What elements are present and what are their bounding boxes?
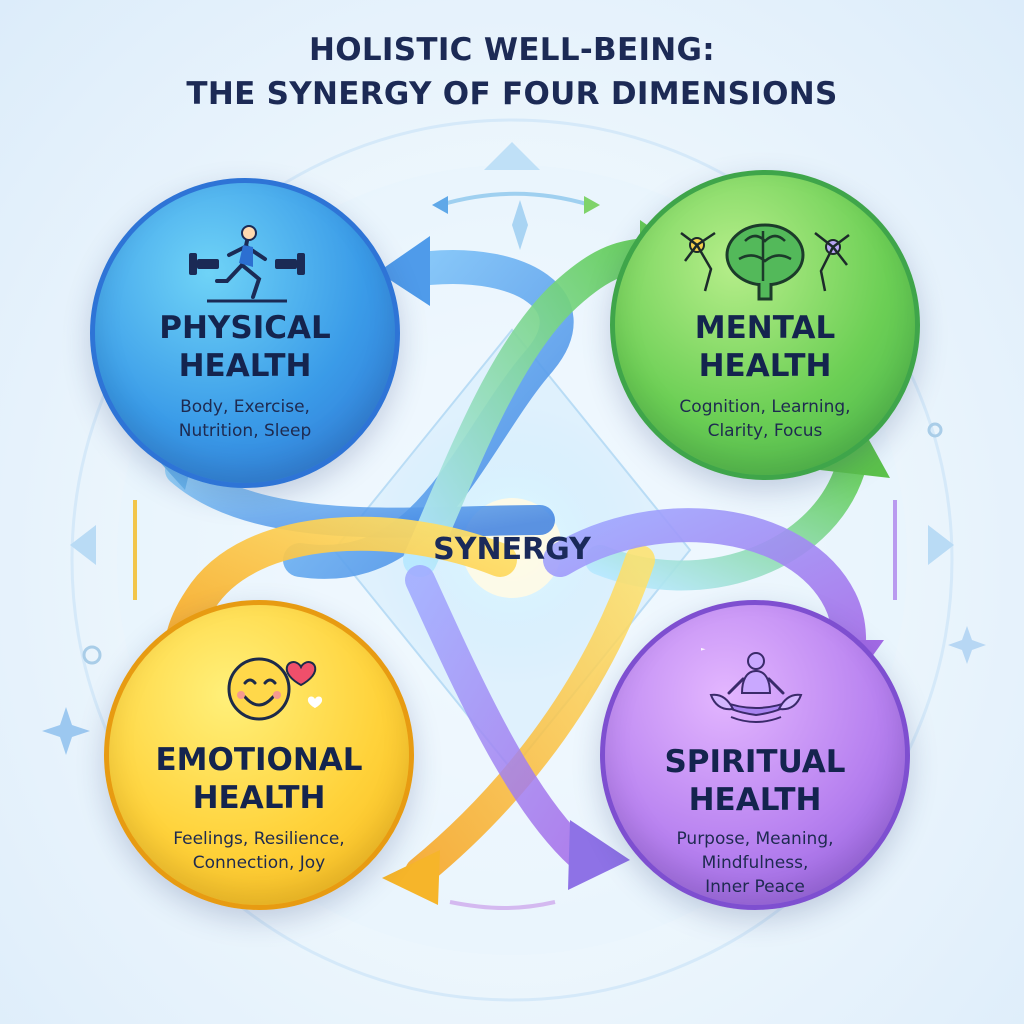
small-arrow-top-head-left <box>432 196 448 214</box>
spiritual-label-line-2: HEALTH <box>688 782 822 818</box>
outer-ring <box>70 118 954 1002</box>
physical-health-node: PHYSICAL HEALTH Body, Exercise, Nutritio… <box>90 178 400 488</box>
physical-label-line-1: PHYSICAL <box>159 310 331 346</box>
physical-desc-line-2: Nutrition, Sleep <box>178 421 312 441</box>
smiley-heart-icon <box>227 657 323 721</box>
green-flow-arrow <box>403 238 662 577</box>
purple-arrowhead-2 <box>568 820 630 890</box>
physical-desc-line-1: Body, Exercise, <box>180 397 310 417</box>
diagram-title: HOLISTIC WELL-BEING: THE SYNERGY OF FOUR… <box>0 28 1024 116</box>
blue-arrowhead <box>378 236 430 306</box>
mental-desc-line-1: Cognition, Learning, <box>679 397 851 417</box>
small-arrow-top <box>439 191 591 207</box>
small-arrow-top-head-right <box>584 196 600 214</box>
yellow-arrowhead-2 <box>382 850 440 905</box>
small-arrow-bottom <box>449 900 556 910</box>
triangle-left <box>70 525 96 565</box>
spiritual-desc-line-3: Inner Peace <box>705 877 805 897</box>
spiritual-desc-line-2: Mindfulness, <box>701 853 809 873</box>
dot-left <box>82 645 102 665</box>
emotional-desc-line-2: Connection, Joy <box>192 853 326 873</box>
sparkle-right <box>948 626 986 664</box>
spiritual-label-line-1: SPIRITUAL <box>664 744 846 780</box>
purple-flow-arrow <box>543 508 866 672</box>
title-line-1: HOLISTIC WELL-BEING: <box>308 32 715 68</box>
emotional-desc-line-1: Feelings, Resilience, <box>173 829 345 849</box>
triangle-top <box>484 142 540 170</box>
brain-neuron-icon <box>680 223 850 301</box>
physical-label-line-2: HEALTH <box>178 348 312 384</box>
mental-health-node: MENTAL HEALTH Cognition, Learning, Clari… <box>610 170 920 480</box>
runner-dumbbell-icon <box>189 225 305 303</box>
mental-label-line-2: HEALTH <box>698 348 832 384</box>
dot-right <box>927 422 943 438</box>
sparkle-top <box>512 200 528 250</box>
purple-flow-arrow-2 <box>405 565 595 870</box>
spiritual-health-node: SPIRITUAL HEALTH Purpose, Meaning, Mindf… <box>600 600 910 910</box>
emotional-label-line-2: HEALTH <box>192 780 326 816</box>
mental-label-line-1: MENTAL <box>694 310 836 346</box>
title-line-2: THE SYNERGY OF FOUR DIMENSIONS <box>186 76 838 112</box>
yellow-flow-arrow-2 <box>405 545 655 887</box>
sparkle-left <box>42 707 90 755</box>
synergy-label: SYNERGY <box>433 532 591 567</box>
triangle-right <box>928 525 954 565</box>
emotional-health-node: EMOTIONAL HEALTH Feelings, Resilience, C… <box>104 600 414 910</box>
spiritual-desc-line-1: Purpose, Meaning, <box>676 829 834 849</box>
mental-desc-line-2: Clarity, Focus <box>707 421 823 441</box>
emotional-label-line-1: EMOTIONAL <box>155 742 363 778</box>
meditation-lotus-icon <box>701 647 803 723</box>
